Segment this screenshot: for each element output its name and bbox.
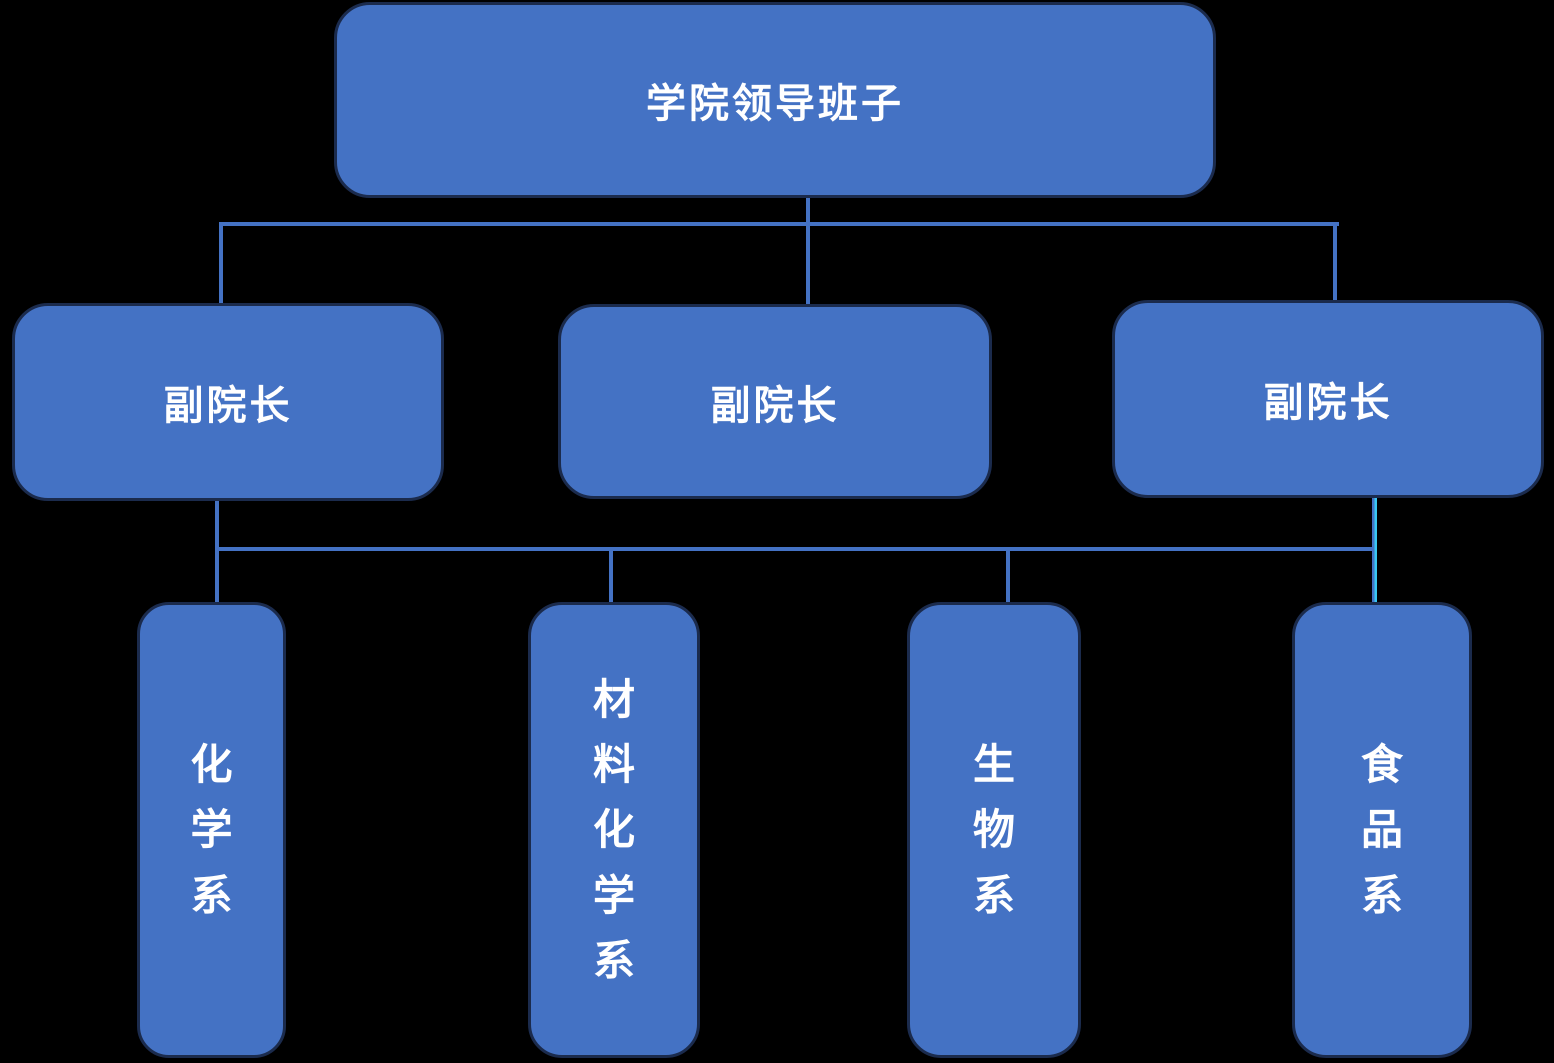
connector-level2-bus [221, 222, 1339, 226]
connector-bus-to-vicedean3 [1333, 222, 1337, 302]
node-leadership-team: 学院领导班子 [334, 2, 1216, 198]
node-chemistry-dept: 化学系 [137, 602, 286, 1058]
node-vice-dean-1-label: 副院长 [163, 384, 293, 428]
node-vice-dean-1: 副院长 [12, 303, 444, 501]
connector-vicedean1-to-bus2 [215, 499, 219, 604]
node-vice-dean-2: 副院长 [558, 304, 992, 499]
connector-bus2-to-materials-chemistry [609, 549, 613, 604]
connector-bus2-to-biology [1006, 549, 1010, 604]
node-vice-dean-3-label: 副院长 [1263, 381, 1393, 425]
node-leadership-team-label: 学院领导班子 [646, 82, 904, 126]
connector-vicedean3-to-food [1372, 496, 1377, 604]
connector-level3-bus [215, 547, 1377, 551]
node-biology-dept-label: 生物系 [972, 741, 1015, 919]
node-food-dept: 食品系 [1292, 602, 1472, 1058]
node-biology-dept: 生物系 [907, 602, 1081, 1058]
connector-bus-to-vicedean1 [219, 222, 223, 305]
node-vice-dean-3: 副院长 [1112, 300, 1544, 498]
node-chemistry-dept-label: 化学系 [190, 741, 233, 919]
node-vice-dean-2-label: 副院长 [710, 383, 840, 428]
node-materials-chemistry-dept: 材料化学系 [528, 602, 700, 1058]
node-materials-chemistry-dept-label: 材料化学系 [592, 676, 635, 984]
node-food-dept-label: 食品系 [1360, 741, 1403, 919]
connector-root-to-bus [806, 196, 810, 306]
